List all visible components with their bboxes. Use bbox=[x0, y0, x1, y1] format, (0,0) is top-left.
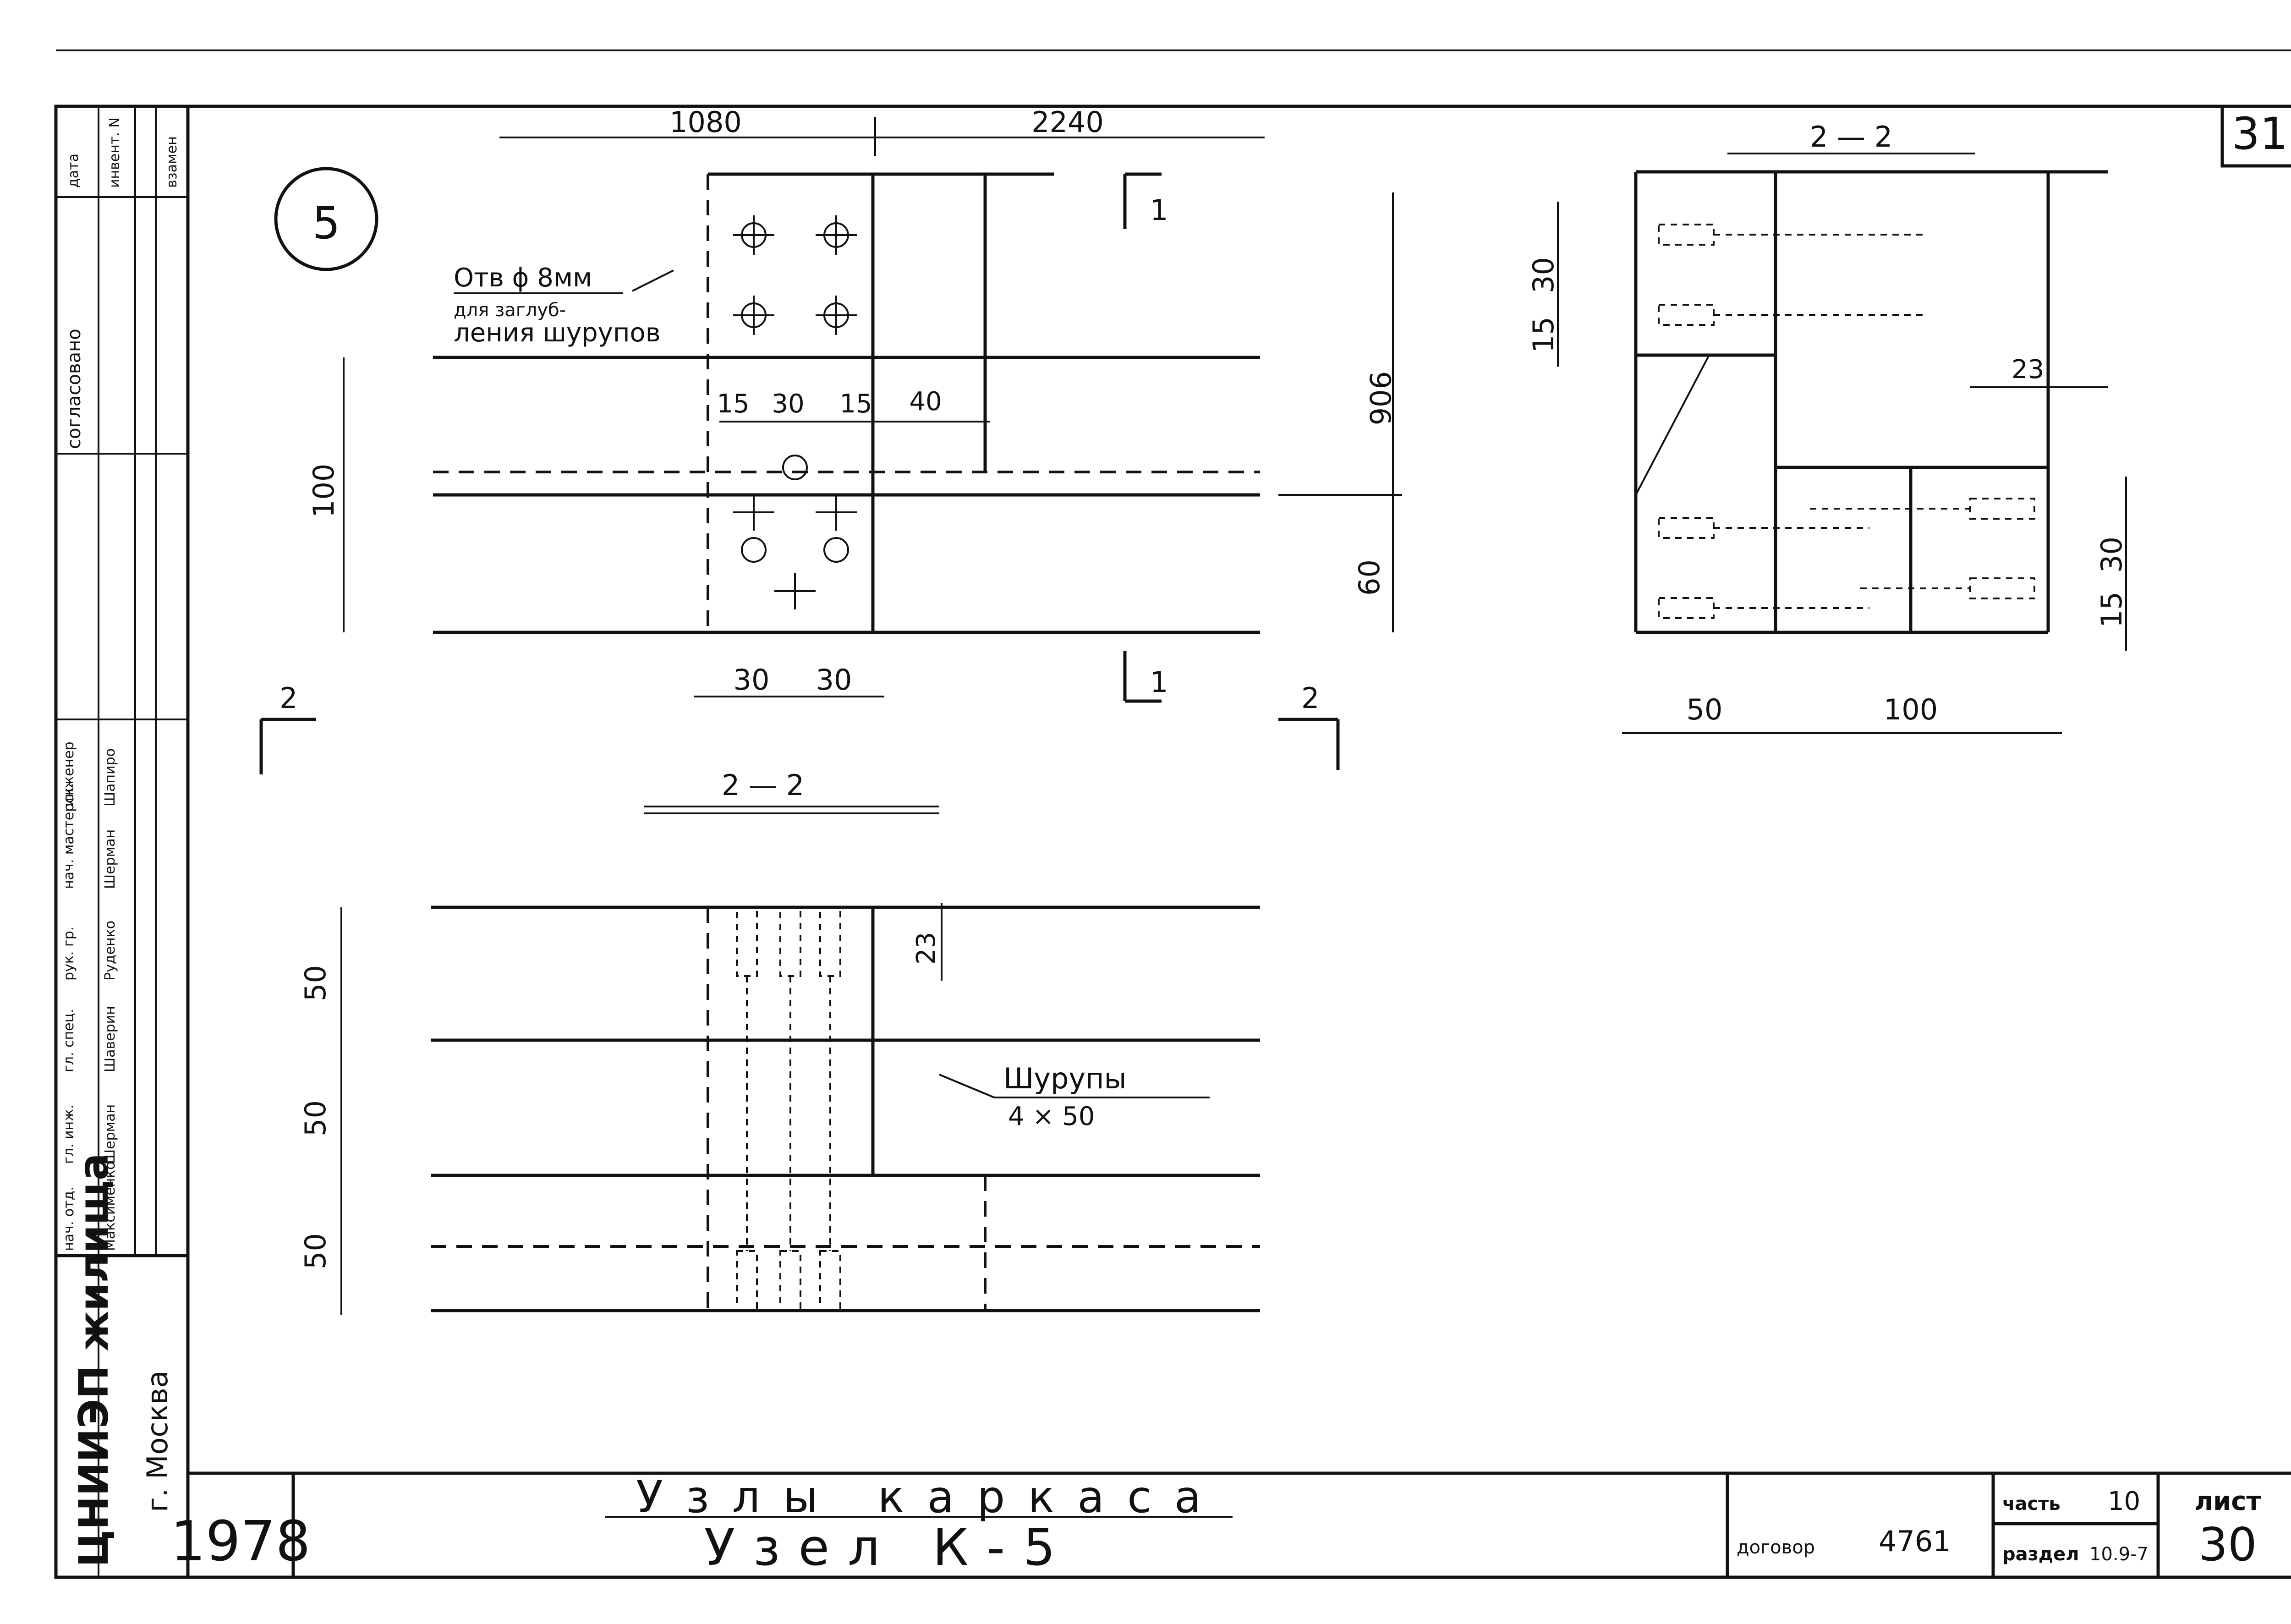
dim-30-right: 30 bbox=[2095, 537, 2128, 573]
hole-note-line2: для заглуб- bbox=[454, 300, 566, 321]
screws-label: Шурупы bbox=[1003, 1062, 1127, 1095]
institute-name: ЦНИИЭП жилища bbox=[70, 1153, 117, 1567]
name-0: Максименко bbox=[102, 1161, 118, 1251]
contract-number: 4761 bbox=[1879, 1525, 1951, 1558]
section-bottom: 2 — 2 50 50 50 23 Шур bbox=[299, 768, 1260, 1315]
name-4: Шерман bbox=[102, 829, 118, 889]
node-marker: 5 bbox=[274, 167, 378, 271]
role-2: гл. спец. bbox=[61, 1009, 77, 1072]
right-screws bbox=[1658, 224, 2035, 619]
dim-50-c: 50 bbox=[299, 1233, 332, 1269]
role-0: нач. отд. bbox=[61, 1186, 77, 1251]
contract-label: договор bbox=[1737, 1537, 1815, 1558]
section-right: 2 — 2 15 30 23 bbox=[1527, 120, 2128, 734]
dim-30: 30 bbox=[772, 389, 804, 419]
title-line1: Узлы каркаса bbox=[636, 1471, 1224, 1523]
section-cut-right: 2 bbox=[1301, 681, 1319, 715]
hole-note-line1: Отв ϕ 8мм bbox=[454, 263, 592, 293]
sheet-number: 30 bbox=[2198, 1518, 2257, 1571]
part-number: 10 bbox=[2108, 1487, 2140, 1516]
dim-15-left: 15 bbox=[1527, 317, 1560, 353]
dim-60: 60 bbox=[1353, 560, 1386, 596]
hole-note-line3: ления шурупов bbox=[454, 318, 661, 348]
stamp-agreed: согласовано bbox=[64, 329, 85, 449]
dim-906: 906 bbox=[1363, 371, 1397, 425]
screws bbox=[736, 906, 841, 1311]
dim-40: 40 bbox=[909, 387, 942, 417]
dim-30-right: 30 bbox=[816, 663, 852, 697]
dim-30-left: 30 bbox=[1527, 257, 1560, 293]
dim-15a: 15 bbox=[717, 389, 749, 419]
title-year: 1978 bbox=[170, 1510, 310, 1574]
screws-size: 4 × 50 bbox=[1008, 1102, 1095, 1131]
section-bottom-title: 2 — 2 bbox=[722, 768, 804, 802]
title-block: 1978 Узлы каркаса Узел К-5 договор 4761 … bbox=[170, 1471, 2261, 1577]
section-mark-bottom: 1 bbox=[1150, 665, 1168, 699]
name-5: Шапиро bbox=[102, 748, 118, 807]
dim-15-right: 15 bbox=[2095, 592, 2128, 628]
plan-holes bbox=[733, 215, 857, 609]
title-line2: Узел К-5 bbox=[704, 1518, 1074, 1577]
section-cut-left: 2 bbox=[280, 681, 297, 715]
dim-100: 100 bbox=[307, 464, 340, 518]
institute-city: г. Москва bbox=[141, 1371, 174, 1513]
dim-30-left: 30 bbox=[734, 663, 770, 697]
section-right-title: 2 — 2 bbox=[1810, 120, 1892, 154]
dim-50-right: 50 bbox=[1687, 693, 1723, 726]
section-mark-top: 1 bbox=[1150, 193, 1168, 227]
dim-100-right: 100 bbox=[1884, 693, 1938, 726]
role-3: рук. гр. bbox=[61, 927, 77, 981]
sheet-label: лист bbox=[2194, 1487, 2261, 1516]
section-label: раздел bbox=[2002, 1544, 2079, 1565]
role-1: гл. инж. bbox=[61, 1104, 77, 1164]
role-5: инженер bbox=[61, 741, 77, 807]
sheet-frame bbox=[54, 49, 2291, 1579]
plan-view: 1080 2240 Отв ϕ 8мм bbox=[259, 105, 1402, 774]
name-3: Руденко bbox=[102, 921, 118, 981]
dim-23: 23 bbox=[911, 932, 941, 965]
dim-1080: 1080 bbox=[669, 105, 742, 139]
sheet-number-top: 31 bbox=[2220, 104, 2291, 168]
stamp-inv: инвент. N bbox=[107, 117, 123, 188]
dim-15b: 15 bbox=[839, 389, 872, 419]
dim-2240: 2240 bbox=[1031, 105, 1104, 139]
svg-text:5: 5 bbox=[312, 198, 340, 249]
dim-23-right: 23 bbox=[2011, 355, 2044, 384]
side-stamp: согласовано дата инвент. N взамен нач. о… bbox=[56, 106, 188, 1577]
svg-text:31: 31 bbox=[2232, 108, 2288, 159]
section-number: 10.9-7 bbox=[2089, 1544, 2148, 1565]
name-1: Шерман bbox=[102, 1104, 118, 1164]
dim-50-a: 50 bbox=[299, 965, 332, 1001]
stamp-date: дата bbox=[66, 154, 82, 188]
role-4: нач. мастерск. bbox=[61, 783, 77, 889]
dim-50-b: 50 bbox=[299, 1100, 332, 1136]
name-2: Шаверин bbox=[102, 1006, 118, 1072]
stamp-replace: взамен bbox=[164, 136, 180, 188]
part-label: часть bbox=[2002, 1493, 2061, 1514]
